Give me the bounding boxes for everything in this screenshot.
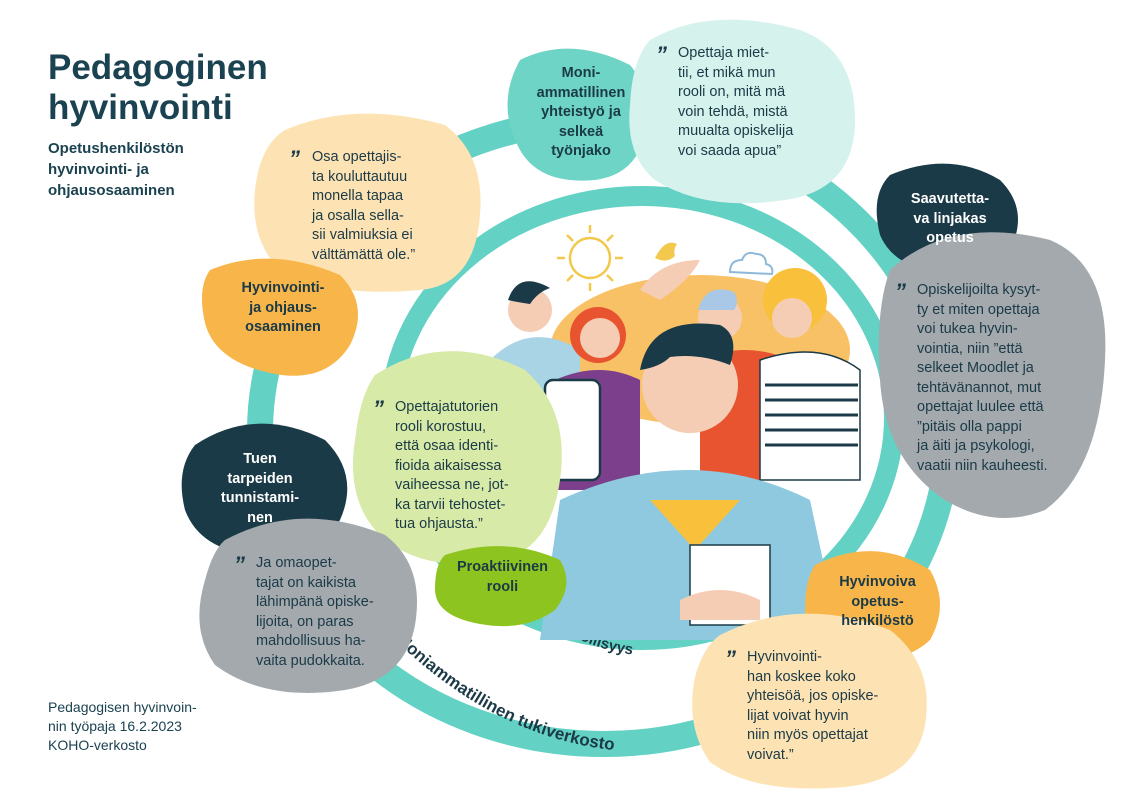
- footer-source: Pedagogisen hyvinvoin- nin työpaja 16.2.…: [48, 699, 197, 753]
- quote-2: Osa opettajis- ta kouluttautuu monella t…: [312, 149, 416, 263]
- quote-1: Opettaja miet- tii, et mikä mun rooli on…: [678, 45, 794, 159]
- cloud-icon: [728, 251, 774, 276]
- theme-saavutettava: Saavutetta- va linjakas opetus: [910, 191, 990, 246]
- sun-icon: [568, 236, 612, 280]
- quote-3: Opiskelijoilta kysyt- ty et miten opetta…: [917, 282, 1048, 474]
- blob-quote-2: [254, 113, 481, 292]
- blob-proaktiivinen: [435, 546, 567, 627]
- theme-tuen-tarpeet: Tuen tarpeiden tunnistami- nen: [220, 451, 300, 526]
- quote-mark-icon: ”: [725, 646, 736, 671]
- page-subtitle: Opetushenkilöstön hyvinvointi- ja ohjaus…: [48, 140, 184, 199]
- quote-mark-icon: ”: [289, 146, 300, 171]
- theme-hyvinvoiva: Hyvinvoiva opetus- henkilöstö: [839, 574, 916, 629]
- quote-mark-icon: ”: [656, 42, 667, 67]
- theme-moniammatillinen: Moni- ammatillinen yhteistyö ja selkeä t…: [536, 65, 626, 159]
- people-illustration: [485, 225, 861, 640]
- quote-mark-icon: ”: [234, 552, 245, 577]
- quote-6: Hyvinvointi- han koskee koko yhteisöä, j…: [747, 649, 879, 763]
- blob-quote-3: [878, 232, 1106, 518]
- quote-mark-icon: ”: [373, 396, 384, 421]
- blob-quote-6: [692, 613, 927, 789]
- theme-hyvinvointi-ohjaus: Hyvinvointi- ja ohjaus- osaaminen: [241, 280, 325, 335]
- blob-moniammatillinen: [507, 48, 648, 181]
- quote-5: Ja omaopet- tajat on kaikista lähimpänä …: [256, 555, 374, 669]
- blob-quote-4: [353, 351, 562, 565]
- blob-hyvinvointi-ohjaus: [201, 258, 358, 376]
- blob-quote-5: [199, 518, 417, 693]
- bird-icon: [655, 242, 677, 261]
- page-title: Pedagoginen hyvinvointi: [48, 48, 268, 127]
- theme-proaktiivinen: Proaktiivinen rooli: [456, 559, 549, 595]
- blob-quote-1: [629, 19, 855, 204]
- quote-4: Opettajatutorien rooli korostuu, että os…: [395, 399, 509, 532]
- quote-mark-icon: ”: [895, 279, 906, 304]
